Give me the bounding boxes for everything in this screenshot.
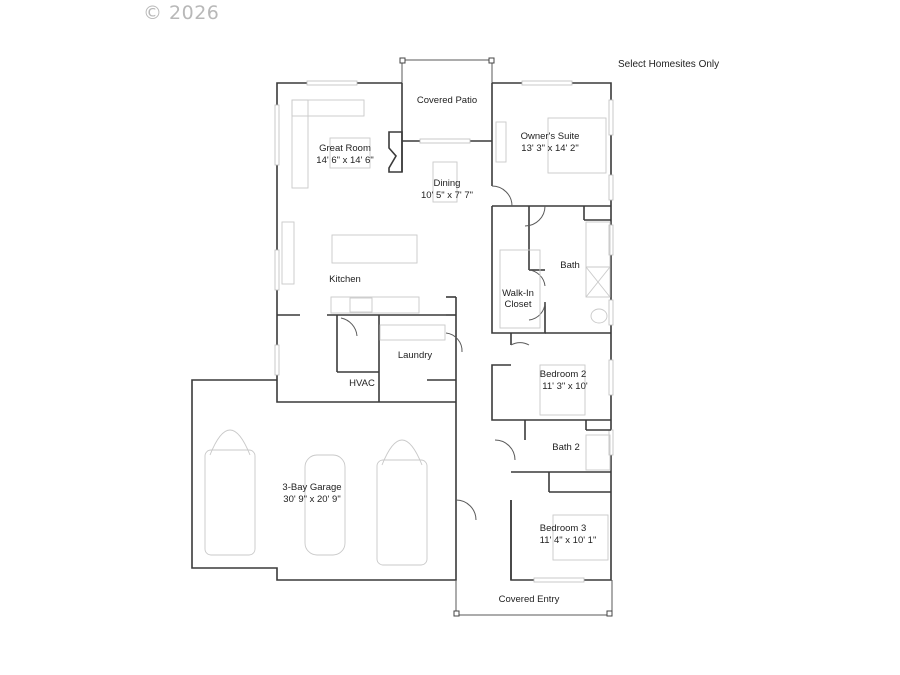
walk-in-closet-label: Walk-In xyxy=(502,288,534,299)
interior-walls xyxy=(277,141,611,580)
fireplace xyxy=(388,131,403,173)
dining-label: Dining xyxy=(433,178,461,189)
laundry-label: Laundry xyxy=(397,350,433,361)
walk-in-closet-label-2: Closet xyxy=(504,299,532,310)
bedroom2-dims: 11' 3" x 10' xyxy=(542,381,588,392)
owners-suite-label: Owner's Suite xyxy=(520,131,580,142)
dining-dims: 10' 5" x 7' 7" xyxy=(420,190,474,201)
bedroom2-label: Bedroom 2 xyxy=(539,369,587,380)
homesite-note: Select Homesites Only xyxy=(618,59,720,70)
windows xyxy=(274,80,614,583)
copyright-watermark: © 2026 xyxy=(143,2,220,24)
great-room-label: Great Room xyxy=(319,143,371,154)
garage-dims: 30' 9" x 20' 9" xyxy=(283,494,341,505)
kitchen-label: Kitchen xyxy=(329,274,361,285)
covered-entry-label: Covered Entry xyxy=(498,594,560,605)
bedroom3-dims: 11' 4" x 10' 1" xyxy=(539,535,597,546)
covered-entry-structure xyxy=(453,580,613,617)
owners-suite-dims: 13' 3" x 14' 2" xyxy=(521,143,579,154)
covered-patio-label: Covered Patio xyxy=(416,95,478,106)
great-room-dims: 14' 6" x 14' 6" xyxy=(316,155,374,166)
door-swings xyxy=(340,185,546,521)
covered-patio-structure xyxy=(399,57,495,84)
furniture xyxy=(204,99,611,566)
bath2-label: Bath 2 xyxy=(552,442,580,453)
bedroom3-label: Bedroom 3 xyxy=(539,523,587,534)
bath-label: Bath xyxy=(560,260,580,271)
garage-label: 3-Bay Garage xyxy=(282,482,342,493)
hvac-label: HVAC xyxy=(349,378,375,389)
